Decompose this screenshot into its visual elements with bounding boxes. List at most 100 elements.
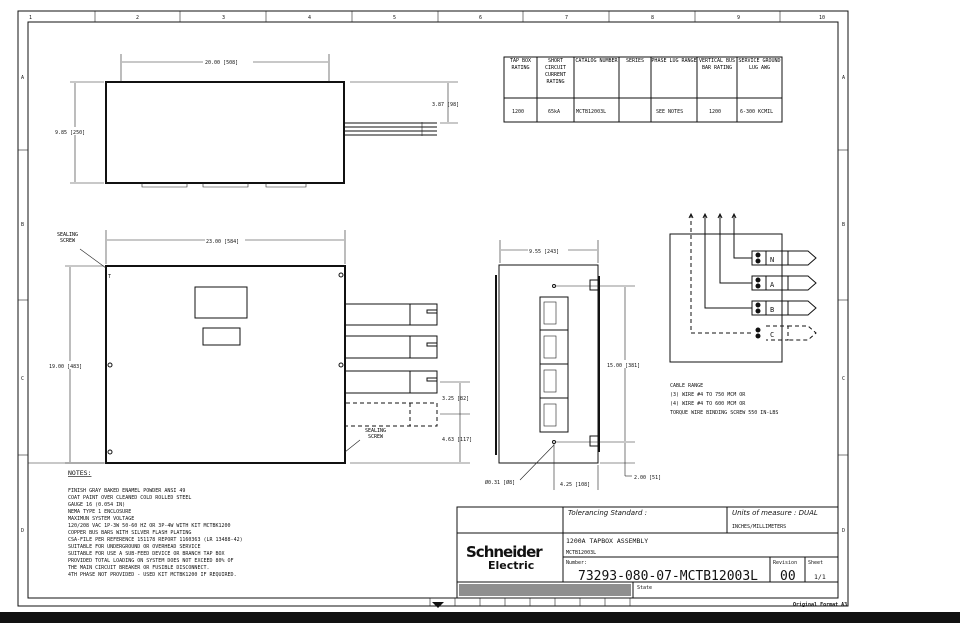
phase-label: B bbox=[770, 306, 774, 314]
dimension-width: 23.00 [584] bbox=[206, 239, 239, 245]
note-line: 4TH PHASE NOT PROVIDED - USED KIT MCTBK1… bbox=[68, 572, 237, 578]
terminal-a: A bbox=[751, 275, 817, 291]
svg-text:T: T bbox=[108, 274, 111, 280]
table-cell: 1200 bbox=[512, 109, 524, 115]
top-view: 20.00 [508] 9.85 [250] 3.87 [98] bbox=[54, 54, 459, 188]
table-header: SHORT CIRCUIT CURRENT RATING bbox=[544, 58, 567, 85]
table-header: SERIES bbox=[625, 58, 645, 64]
dimension-lug-bottom: 4.63 [117] bbox=[442, 437, 472, 443]
outer-frame bbox=[17, 10, 849, 607]
table-header: PHASE LUG RANGE bbox=[651, 58, 697, 64]
sheet-label: Sheet bbox=[808, 560, 823, 566]
dimension-lug-spacing: 3.25 [82] bbox=[442, 396, 469, 402]
table-cell: 6-300 KCMIL bbox=[740, 109, 773, 115]
note-line: CSA-FILE PER REFERENCE 151178 REPORT 116… bbox=[68, 537, 243, 543]
ruler-ticks bbox=[18, 11, 848, 456]
table-header: CATALOG NUMBER bbox=[575, 58, 618, 64]
bottom-bar bbox=[0, 612, 960, 623]
revision-value: 00 bbox=[780, 569, 796, 584]
table-cell: 65kA bbox=[548, 109, 560, 115]
table-header: SERVICE GROUND LUG AWG bbox=[738, 58, 781, 71]
ruler-label: 9 bbox=[737, 15, 740, 21]
phase-label: C bbox=[770, 331, 774, 339]
terminal-c: C bbox=[755, 325, 817, 341]
notes-title: NOTES: bbox=[68, 469, 91, 477]
ruler-label: 4 bbox=[308, 15, 311, 21]
note-line: SUITABLE FOR UNDERGROUND OR OVERHEAD SER… bbox=[68, 544, 200, 550]
ruler-label: A bbox=[21, 75, 24, 81]
table-cell: SEE NOTES bbox=[656, 109, 683, 115]
dimension-width: 20.00 [508] bbox=[205, 60, 238, 66]
phase-label: N bbox=[770, 256, 774, 264]
dimension-depth: 9.55 [243] bbox=[529, 249, 559, 255]
ruler-label: C bbox=[21, 376, 24, 382]
note-line: MAXIMUN SYSTEM VOLTAGE bbox=[68, 516, 134, 522]
ruler-label: 7 bbox=[565, 15, 568, 21]
dimension-lug: 3.87 [98] bbox=[432, 102, 459, 108]
sealing-screw-label: SEALING SCREW bbox=[56, 232, 79, 244]
dimension-hole: Ø0.31 [Ø8] bbox=[485, 479, 515, 486]
note-line: FINISH GRAY BAKED ENAMEL POWDER ANSI 49 bbox=[68, 488, 185, 494]
cable-range-line: (3) WIRE #4 TO 750 MCM OR bbox=[670, 392, 746, 398]
cable-range-title: CABLE RANGE bbox=[670, 383, 703, 389]
note-line: GAUGE 16 (0.054 IN) bbox=[68, 502, 125, 508]
phase-label: A bbox=[770, 281, 775, 289]
drawing-number: 73293-080-07-MCTB12003L bbox=[578, 569, 758, 584]
ruler-label: 5 bbox=[393, 15, 396, 21]
disclaimer-text-block bbox=[459, 584, 631, 596]
note-line: PROVIDED TOTAL LOADING ON SYSTEM DOES NO… bbox=[68, 558, 234, 564]
ruler-column-labels: 1 2 3 4 5 6 7 8 9 10 bbox=[29, 15, 825, 21]
table-header: VERTICAL BUS BAR RATING bbox=[698, 58, 736, 71]
ruler-label: 8 bbox=[651, 15, 654, 21]
note-line: COPPER BUS BARS WITH SILVER FLASH PLATIN… bbox=[68, 530, 191, 536]
ruler-label: 10 bbox=[819, 15, 825, 21]
terminal-n: N bbox=[751, 250, 817, 266]
ruler-label: 6 bbox=[479, 15, 482, 21]
table-header: TAP BOX RATING bbox=[509, 58, 532, 71]
terminal-b: B bbox=[751, 300, 817, 316]
units-label: Units of measure : DUAL bbox=[732, 509, 818, 517]
ruler-label: A bbox=[842, 75, 845, 81]
revision-label: Revision bbox=[773, 560, 797, 566]
ruler-label: D bbox=[842, 528, 845, 534]
schneider-logo: Schneider bbox=[466, 543, 543, 561]
ruler-label: B bbox=[842, 222, 845, 228]
title-block: Tolerancing Standard : Units of measure … bbox=[429, 506, 847, 608]
note-line: SUITABLE FOR USE A SUB-FEED DEVICE OR BR… bbox=[68, 551, 225, 557]
side-view: 9.55 [243] 15.00 [381] Ø0.31 [Ø8] 4.25 [… bbox=[485, 240, 661, 490]
note-line: COAT PAINT OVER CLEANED COLD ROLLED STEE… bbox=[68, 495, 191, 501]
dimension-mount: 15.00 [381] bbox=[607, 363, 640, 369]
tolerancing-label: Tolerancing Standard : bbox=[568, 509, 647, 517]
table-cell: MCTB12003L bbox=[576, 109, 606, 115]
sheet-value: 1/1 bbox=[814, 573, 826, 581]
cable-range-line: TORQUE WIRE BINDING SCREW 550 IN-LBS bbox=[670, 410, 778, 416]
ruler-label: D bbox=[21, 528, 24, 534]
cable-range-line: (4) WIRE #4 TO 600 MCM OR bbox=[670, 401, 746, 407]
drawing-title: 1200A TAPBOX ASSEMBLY bbox=[566, 537, 648, 545]
ruler-label: B bbox=[21, 222, 24, 228]
dimension-bottom: 2.00 [51] bbox=[634, 475, 661, 481]
drawing-subtitle: MCTB12003L bbox=[566, 550, 596, 556]
ruler-label: C bbox=[842, 376, 845, 382]
front-view: T 23.00 [584] 19.00 [483] SEALING SCREW … bbox=[48, 230, 472, 464]
label-window bbox=[194, 286, 248, 319]
number-label: Number: bbox=[566, 560, 587, 566]
note-line: THE MAIN CIRCUIT BREAKER OR FUSIBLE DISC… bbox=[68, 565, 209, 571]
spec-table: TAP BOX RATING SHORT CIRCUIT CURRENT RAT… bbox=[503, 56, 783, 123]
ruler-label: 3 bbox=[222, 15, 225, 21]
units-value: INCHES/MILLIMETERS bbox=[732, 524, 786, 530]
note-line: NEMA TYPE 1 ENCLOSURE bbox=[68, 509, 131, 515]
ruler-label: 2 bbox=[136, 15, 139, 21]
table-cell: 1200 bbox=[709, 109, 721, 115]
original-format: Original Format A3 bbox=[793, 602, 847, 608]
dimension-offset: 4.25 [108] bbox=[560, 482, 590, 488]
electric-logo: Electric bbox=[488, 559, 534, 572]
ruler-row-labels: A B C D A B C D bbox=[21, 75, 845, 534]
label-window bbox=[202, 327, 241, 346]
wiring-diagram: N A B C CABLE RANGE (3) WIRE #4 TO 750 M… bbox=[669, 212, 817, 416]
dimension-height: 19.00 [483] bbox=[49, 364, 82, 370]
notes: NOTES: FINISH GRAY BAKED ENAMEL POWDER A… bbox=[28, 462, 243, 578]
sealing-screw-label: SEALING SCREW bbox=[364, 428, 387, 440]
ruler-label: 1 bbox=[29, 15, 32, 21]
